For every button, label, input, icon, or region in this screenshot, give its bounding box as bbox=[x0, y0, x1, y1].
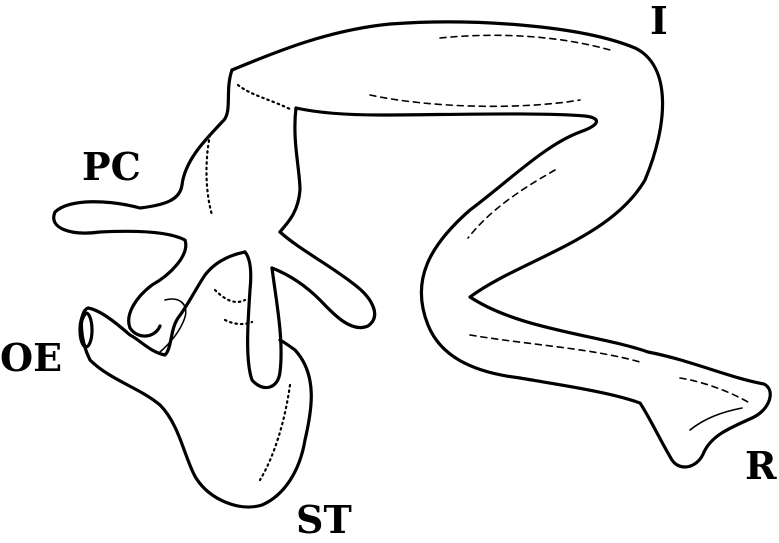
pyloric-caecum-right bbox=[272, 232, 375, 328]
intestine-shading-upper bbox=[440, 35, 610, 50]
intestine-inner-edge bbox=[280, 108, 300, 232]
intestine-shading-arch bbox=[370, 95, 580, 106]
pyloric-stipple bbox=[206, 135, 212, 215]
stomach-stipple bbox=[260, 385, 290, 480]
label-intestine: I bbox=[650, 0, 668, 43]
rectum-shading bbox=[680, 378, 748, 402]
label-oesophagus: OE bbox=[0, 335, 62, 380]
label-rectum: R bbox=[745, 443, 777, 488]
intestine-shading-descending bbox=[468, 170, 555, 238]
label-pyloric-caeca: PC bbox=[82, 144, 141, 189]
stomach-stipple-2 bbox=[215, 290, 245, 302]
pyloric-stipple-2 bbox=[238, 85, 292, 110]
label-stomach: ST bbox=[296, 497, 352, 542]
pyloric-region-outline bbox=[54, 70, 232, 336]
intestine-shading-lower bbox=[470, 335, 640, 362]
pyloric-caecum-down bbox=[245, 252, 281, 388]
